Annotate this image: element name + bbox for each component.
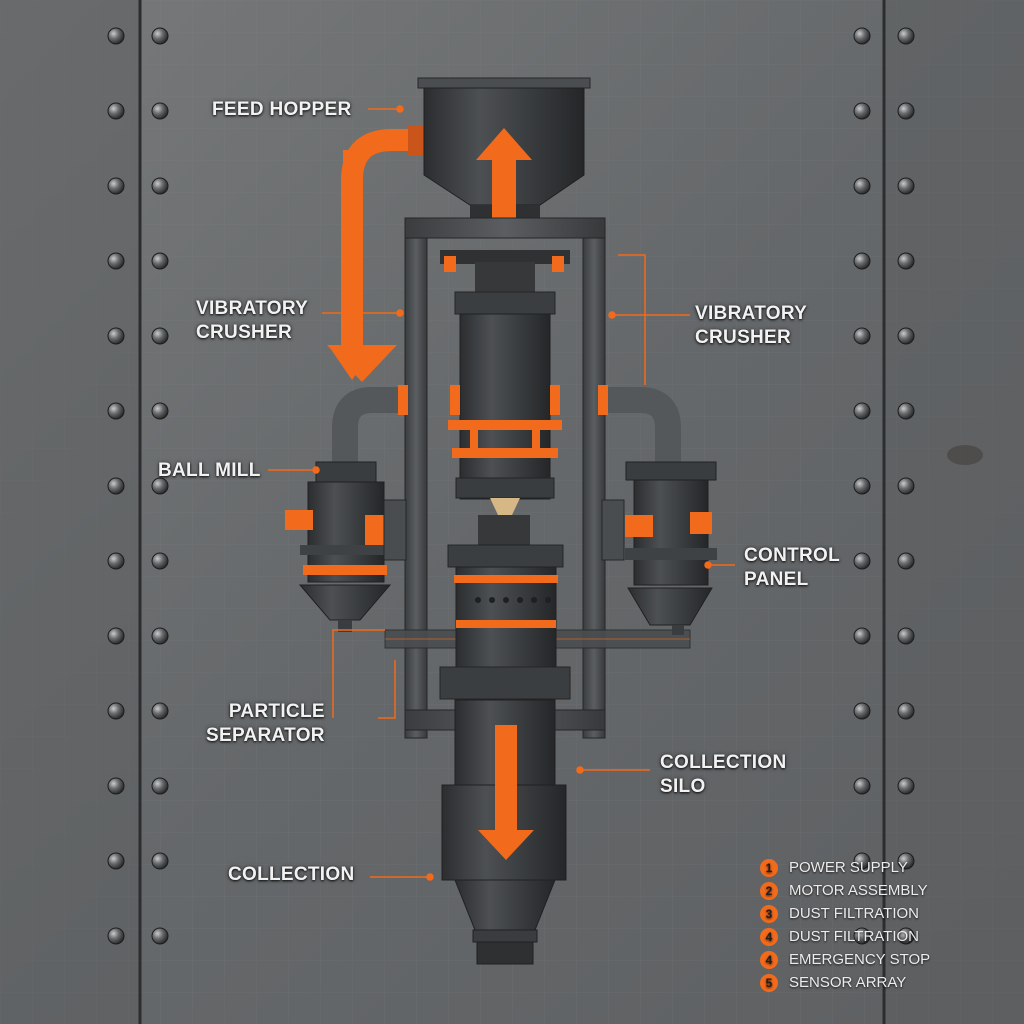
legend-text: EMERGENCY STOP (789, 951, 931, 968)
rivet-icon (853, 852, 871, 870)
rivet-icon (151, 27, 169, 45)
legend-item: 3 DUST FILTRATION (760, 902, 980, 925)
rivet-icon (151, 402, 169, 420)
rivet-icon (107, 627, 125, 645)
rivet-icon (107, 327, 125, 345)
rivet-icon (897, 702, 915, 720)
legend-item: 1 POWER SUPPLY (760, 856, 980, 879)
legend-number-badge: 5 (760, 973, 778, 992)
rivet-icon (897, 252, 915, 270)
label-collection: COLLECTION (228, 864, 355, 885)
rivet-icon (151, 777, 169, 795)
legend-text: DUST FILTRATION (789, 928, 920, 945)
rivet-icon (151, 102, 169, 120)
legend: 1 POWER SUPPLY 2 MOTOR ASSEMBLY 3 DUST F… (760, 856, 980, 994)
rivet-icon (151, 852, 169, 870)
rivet-icon (853, 477, 871, 495)
legend-number-badge: 3 (760, 904, 778, 923)
rivet-icon (897, 852, 915, 870)
rivet-icon (151, 927, 169, 945)
label-vibratory-crusher-right: VIBRATORY CRUSHER (695, 303, 808, 348)
rivet-icon (107, 402, 125, 420)
legend-text: POWER SUPPLY (789, 859, 908, 876)
legend-number-badge: 4 (760, 927, 778, 946)
leader-lines (268, 105, 735, 881)
rivet-icon (107, 852, 125, 870)
label-control-panel: CONTROL PANEL (744, 545, 841, 590)
rivet-icon (853, 252, 871, 270)
rivet-icon (853, 402, 871, 420)
rivet-icon (151, 552, 169, 570)
rivet-icon (107, 552, 125, 570)
rivet-icon (853, 927, 871, 945)
legend-number-badge: 1 (760, 858, 778, 877)
rivet-icon (897, 177, 915, 195)
rivet-icon (897, 552, 915, 570)
rivet-icon (897, 627, 915, 645)
rivet-icon (151, 252, 169, 270)
vibratory-crusher-main (440, 250, 570, 515)
rivet-icon (107, 252, 125, 270)
rivet-icon (107, 27, 125, 45)
rivet-icon (107, 27, 915, 945)
rivet-icon (107, 477, 125, 495)
label-vibratory-crusher-left: VIBRATORY CRUSHER (196, 298, 309, 343)
rivet-icon (853, 177, 871, 195)
legend-text: MOTOR ASSEMBLY (789, 882, 928, 899)
rivet-icon (853, 27, 871, 45)
rivet-icon (151, 702, 169, 720)
ball-mill-right (601, 461, 717, 635)
rivet-icon (853, 627, 871, 645)
flow-arrow-up-icon (476, 128, 532, 223)
legend-number-badge: 2 (760, 881, 778, 900)
rivet-icon (897, 777, 915, 795)
rivet-icon (897, 477, 915, 495)
label-collection-silo: COLLECTION SILO (660, 752, 787, 797)
rivet-icon (107, 927, 125, 945)
flow-arrow-down-icon (478, 725, 534, 860)
legend-item: 5 SENSOR ARRAY (760, 971, 980, 994)
legend-number-badge: 4 (760, 950, 778, 969)
rivet-icon (853, 327, 871, 345)
rivet-icon (897, 102, 915, 120)
rivet-icon (151, 177, 169, 195)
ball-mill-left (285, 461, 407, 632)
rivet-icon (897, 27, 915, 45)
label-particle-separator: PARTICLE SEPARATOR (206, 701, 325, 746)
flow-arrow-down-icon (327, 150, 397, 382)
rivet-icon (107, 702, 125, 720)
rivet-icon (897, 927, 915, 945)
legend-item: 4 EMERGENCY STOP (760, 948, 980, 971)
rivet-icon (107, 777, 125, 795)
side-pipes (332, 385, 681, 462)
legend-item: 2 MOTOR ASSEMBLY (760, 879, 980, 902)
rivet-icon (107, 177, 125, 195)
rivet-icon (107, 102, 125, 120)
rivet-icon (897, 402, 915, 420)
label-ball-mill: BALL MILL (158, 460, 261, 481)
rivet-icon (853, 702, 871, 720)
rivet-icon (853, 777, 871, 795)
rivet-icon (853, 552, 871, 570)
legend-text: DUST FILTRATION (789, 905, 920, 922)
legend-text: SENSOR ARRAY (789, 974, 907, 991)
legend-item: 4 DUST FILTRATION (760, 925, 980, 948)
rivet-icon (151, 627, 169, 645)
rivet-icon (853, 102, 871, 120)
rivet-icon (897, 327, 915, 345)
rivet-icon (151, 477, 169, 495)
particle-separator-mill (439, 515, 571, 700)
label-feed-hopper: FEED HOPPER (212, 99, 352, 120)
rivet-icon (151, 327, 169, 345)
